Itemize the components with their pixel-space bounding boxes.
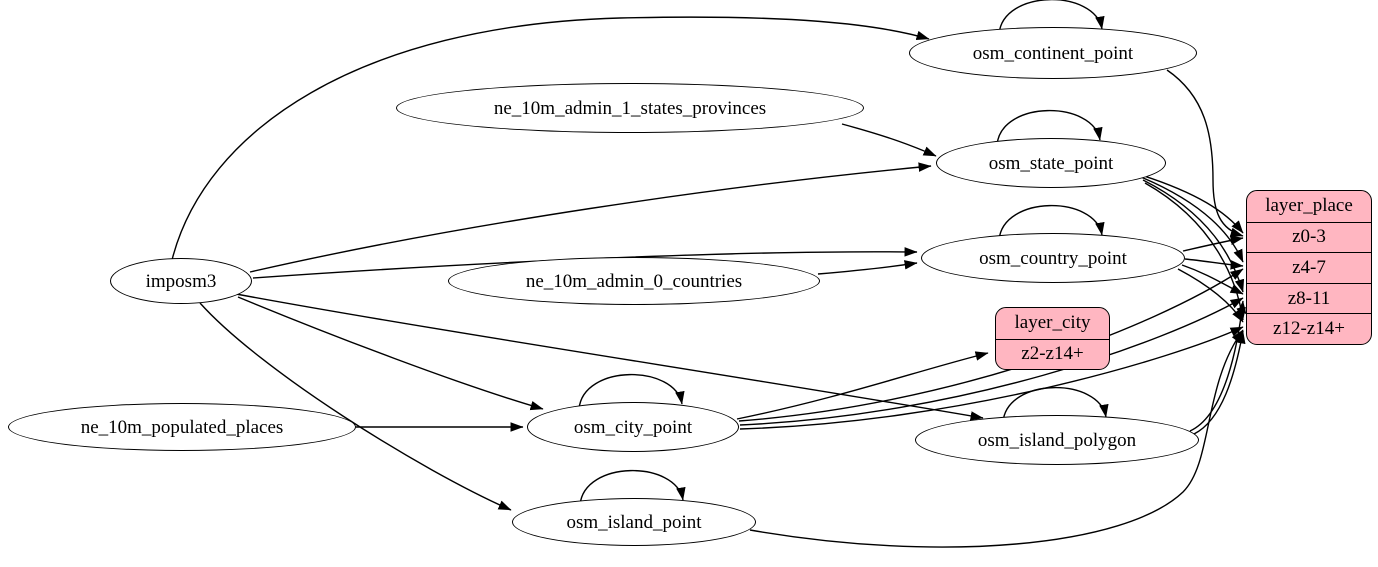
record-row-layer_place-z8-11: z8-11	[1247, 282, 1371, 314]
node-ne_10m_admin_1_states_provinces: ne_10m_admin_1_states_provinces	[396, 83, 864, 133]
record-row-layer_city-z2-z14+: z2-z14+	[996, 338, 1109, 370]
node-label-osm_island_point: osm_island_point	[566, 511, 702, 533]
node-osm_city_point: osm_city_point	[527, 402, 739, 452]
node-label-osm_country_point: osm_country_point	[979, 247, 1127, 269]
edge-osm_state_point-to-layer_place:z0-3	[1137, 173, 1244, 234]
edge-ne_10m_admin_1_states_provinces-to-osm_state_point	[841, 123, 937, 157]
node-osm_island_point: osm_island_point	[512, 498, 756, 546]
edge-self-loop-osm_island_polygon	[1002, 386, 1109, 423]
node-label-osm_continent_point: osm_continent_point	[972, 42, 1134, 64]
edge-self-loop-osm_continent_point	[998, 0, 1105, 35]
node-label-osm_city_point: osm_city_point	[573, 416, 693, 438]
edge-osm_island_point-to-layer_place:z12-z14+	[749, 329, 1244, 548]
node-label-osm_state_point: osm_state_point	[988, 152, 1114, 174]
record-row-layer_place-z12-z14+: z12-z14+	[1247, 313, 1371, 344]
node-osm_state_point: osm_state_point	[936, 138, 1166, 188]
edge-imposm3-to-osm_state_point	[249, 162, 932, 273]
edge-osm_island_polygon-to-layer_place:z12-z14+	[1193, 330, 1246, 435]
node-imposm3: imposm3	[110, 258, 252, 304]
edge-osm_island_polygon-to-layer_place:z8-11	[1189, 300, 1247, 432]
node-label-imposm3: imposm3	[145, 270, 217, 292]
edge-self-loop-osm_country_point	[998, 204, 1105, 241]
record-row-layer_place-z4-7: z4-7	[1247, 252, 1371, 283]
edge-osm_continent_point-to-layer_place:z0-3	[1166, 69, 1244, 237]
node-osm_island_polygon: osm_island_polygon	[915, 415, 1199, 465]
edge-imposm3-to-osm_island_polygon	[235, 293, 984, 421]
edge-imposm3-to-osm_continent_point	[171, 16, 930, 261]
edge-self-loop-osm_city_point	[578, 373, 685, 410]
record-layer_city: layer_city z2-z14+	[995, 307, 1110, 370]
record-header-layer_place: layer_place	[1265, 195, 1353, 217]
edge-osm_city_point-to-layer_city:z2-z14+	[736, 351, 989, 420]
node-label-ne_10m_populated_places: ne_10m_populated_places	[80, 416, 284, 438]
node-ne_10m_populated_places: ne_10m_populated_places	[8, 403, 356, 451]
node-label-osm_island_polygon: osm_island_polygon	[977, 429, 1137, 451]
edge-ne_10m_admin_0_countries-to-osm_country_point	[817, 260, 918, 275]
edge-osm_city_point-to-layer_place:z8-11	[739, 297, 1244, 426]
edge-imposm3-to-osm_city_point	[237, 296, 544, 411]
node-label-ne_10m_admin_0_countries: ne_10m_admin_0_countries	[525, 270, 743, 292]
node-label-ne_10m_admin_1_states_provinces: ne_10m_admin_1_states_provinces	[493, 97, 767, 119]
record-row-layer_place-z0-3: z0-3	[1247, 221, 1371, 253]
edge-self-loop-osm_state_point	[996, 109, 1103, 146]
edge-osm_state_point-to-layer_place:z4-7	[1140, 176, 1244, 263]
edge-osm_state_point-to-layer_place:z8-11	[1142, 179, 1245, 293]
node-ne_10m_admin_0_countries: ne_10m_admin_0_countries	[448, 257, 820, 305]
record-header-layer_city: layer_city	[1014, 312, 1091, 334]
node-osm_country_point: osm_country_point	[921, 233, 1185, 283]
edge-osm_city_point-to-layer_place:z12-z14+	[739, 326, 1244, 430]
edge-imposm3-to-osm_island_point	[199, 302, 512, 511]
edge-self-loop-osm_island_point	[579, 469, 686, 506]
edge-osm_city_point-to-layer_place:z4-7	[738, 268, 1244, 422]
edge-osm_country_point-to-layer_place:z4-7	[1184, 258, 1244, 270]
node-osm_continent_point: osm_continent_point	[909, 27, 1197, 79]
